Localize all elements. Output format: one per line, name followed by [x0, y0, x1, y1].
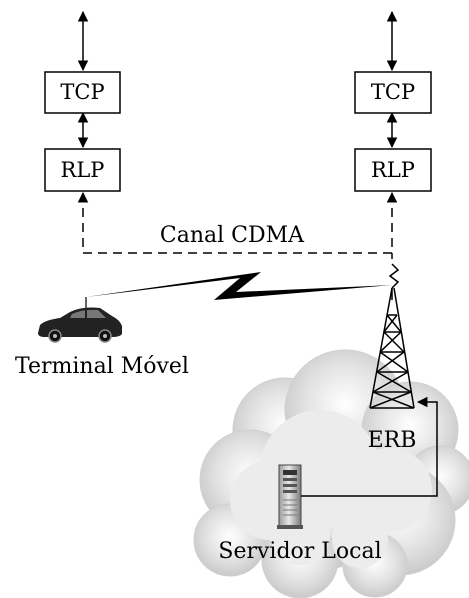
server-erb-link [301, 396, 438, 497]
right-tcp-label: TCP [371, 80, 415, 104]
lightning-link-icon [86, 272, 392, 300]
car-icon [38, 307, 122, 343]
right-rlp-box [354, 148, 432, 192]
base-station-label: ERB [368, 428, 417, 453]
left-rlp-box [44, 148, 121, 192]
right-rlp-label: RLP [371, 158, 415, 182]
left-tcp-box [44, 71, 121, 114]
right-tcp-box [354, 71, 432, 114]
antenna-tower-icon [369, 263, 415, 409]
server-label: Servidor Local [218, 539, 381, 564]
mobile-label: Terminal Móvel [15, 354, 189, 379]
left-tcp-label: TCP [60, 80, 104, 104]
left-rlp-label: RLP [61, 158, 105, 182]
cdma-channel-path [77, 191, 398, 254]
server-icon [277, 464, 303, 529]
channel-label: Canal CDMA [160, 223, 305, 248]
